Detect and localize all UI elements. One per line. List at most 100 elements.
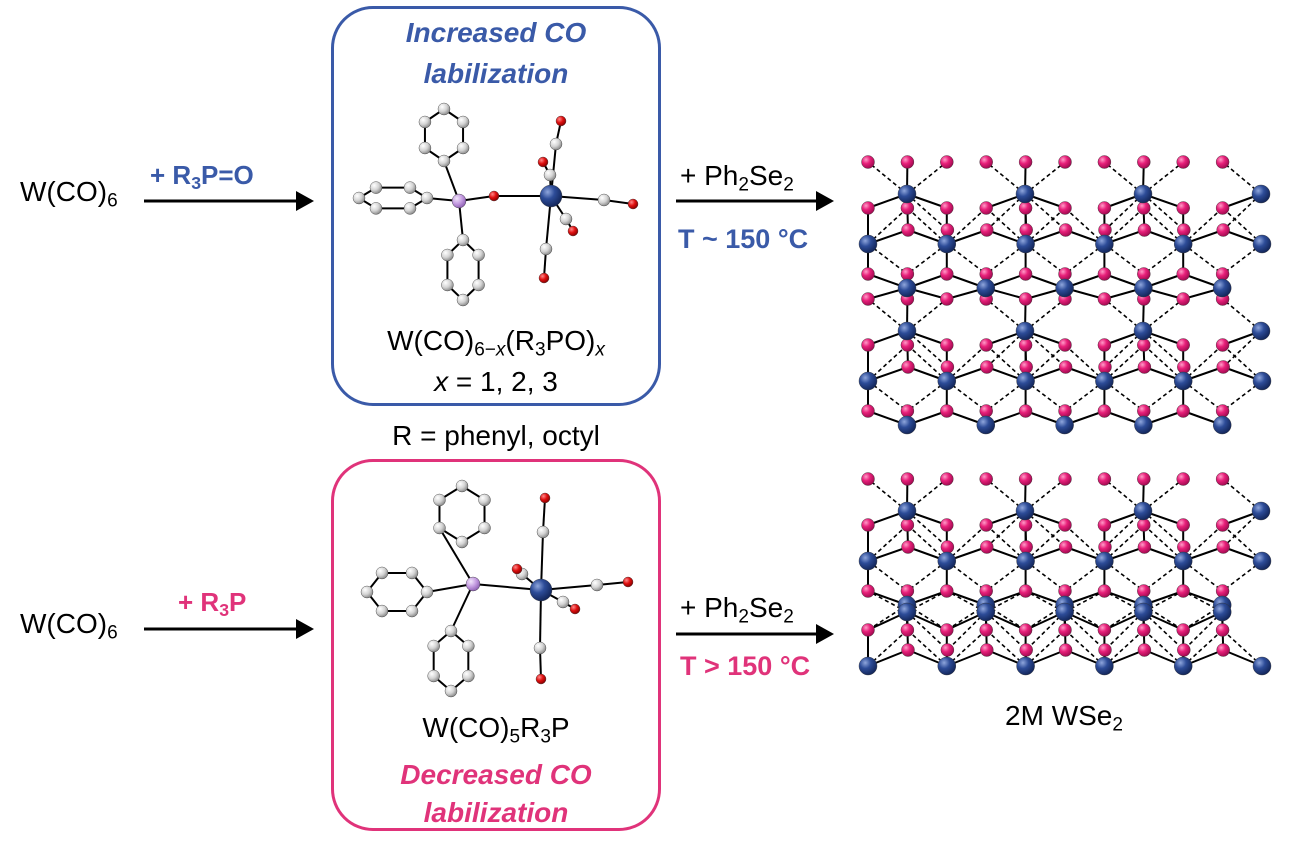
- carbon-atom: [549, 137, 563, 151]
- carbon-atom: [455, 479, 469, 493]
- selenium-atom: [1137, 643, 1152, 657]
- tungsten-atom: [1095, 656, 1114, 676]
- carbon-atom: [427, 639, 440, 653]
- selenium-atom: [1058, 623, 1072, 637]
- arrow-bottom-1: [144, 619, 314, 639]
- carbon-atom: [536, 525, 550, 539]
- carbon-atom: [403, 202, 417, 215]
- carbon-atom: [420, 191, 434, 205]
- selenium-atom: [861, 267, 875, 281]
- carbon-atom: [405, 566, 419, 580]
- selenium-atom: [1216, 223, 1230, 237]
- phosphorus-atom: [451, 193, 467, 209]
- tungsten-atom: [1212, 415, 1232, 435]
- tungsten-atom: [937, 371, 956, 391]
- selenium-atom: [1058, 360, 1073, 374]
- top-reagent: + R3P=O: [150, 160, 254, 193]
- arrow-bottom-2: [676, 624, 834, 644]
- carbon-atom: [420, 585, 434, 599]
- carbon-atom: [462, 669, 475, 683]
- carbon-atom: [478, 521, 491, 535]
- bottom-reagent: + R3P: [178, 587, 247, 620]
- selenium-atom: [1097, 267, 1112, 281]
- carbon-atom: [472, 278, 485, 292]
- selenium-atom: [900, 472, 915, 486]
- carbon-atom: [427, 669, 440, 683]
- tungsten-atom: [1016, 551, 1035, 571]
- tungsten-atom: [976, 415, 995, 435]
- interaction-bond: [1064, 611, 1106, 651]
- selenium-atom: [900, 623, 915, 637]
- selenium-atom: [1019, 643, 1033, 657]
- selenium-atom: [940, 155, 954, 169]
- selenium-atom: [940, 338, 954, 352]
- tungsten-atom: [858, 371, 878, 391]
- selenium-atom: [861, 518, 875, 532]
- carbon-atom: [456, 115, 470, 129]
- tungsten-atom: [1055, 415, 1074, 435]
- tungsten-atom: [1173, 234, 1193, 254]
- carbon-atom: [455, 535, 469, 549]
- selenium-atom: [979, 338, 993, 352]
- selenium-atom: [1137, 223, 1152, 237]
- selenium-atom: [1215, 623, 1230, 637]
- selenium-atom: [1097, 292, 1112, 306]
- selenium-atom: [1176, 584, 1190, 598]
- selenium-atom: [1018, 155, 1033, 169]
- carbon-atom: [352, 191, 366, 205]
- tungsten-atom: [1173, 371, 1193, 391]
- selenium-atom: [861, 404, 875, 418]
- selenium-atom: [1215, 472, 1230, 486]
- tungsten-atom: [1252, 656, 1272, 676]
- selenium-atom: [1058, 472, 1072, 486]
- selenium-atom: [980, 360, 994, 374]
- tungsten-atom: [1212, 278, 1232, 298]
- bottom-box-title: Decreased CO labilization: [400, 756, 591, 832]
- top-complex-formula: W(CO)6−x(R3PO)x: [387, 325, 605, 361]
- carbon-atom: [441, 248, 454, 262]
- tungsten-atom: [1252, 234, 1272, 254]
- selenium-atom: [1176, 623, 1190, 637]
- tungsten-atom: [1133, 501, 1153, 521]
- tungsten-atom: [1133, 321, 1153, 341]
- carbon-atom: [375, 566, 389, 580]
- tungsten-atom: [1016, 234, 1035, 254]
- selenium-atom: [1097, 518, 1112, 532]
- carbon-atom: [405, 604, 419, 618]
- selenium-atom: [1097, 338, 1112, 352]
- selenium-atom: [980, 223, 994, 237]
- selenium-atom: [861, 155, 875, 169]
- interaction-bond: [906, 611, 948, 651]
- selenium-atom: [1216, 540, 1230, 554]
- selenium-atom: [1215, 518, 1230, 532]
- selenium-atom: [1216, 360, 1230, 374]
- bottom-complex-formula: W(CO)5R3P: [422, 712, 570, 748]
- molecule-top-structure: [352, 102, 639, 307]
- selenium-atom: [940, 623, 954, 637]
- tungsten-atom: [1095, 551, 1114, 571]
- carbon-atom: [369, 181, 383, 194]
- top-temperature: T ~ 150 °C: [678, 224, 809, 254]
- selenium-atom: [940, 292, 954, 306]
- bond: [450, 583, 474, 632]
- tungsten-atom: [1095, 234, 1114, 254]
- bottom-temperature: T > 150 °C: [680, 651, 811, 681]
- selenium-atom: [1058, 223, 1073, 237]
- selenium-atom: [1177, 643, 1191, 657]
- selenium-atom: [1176, 404, 1190, 418]
- top-arrow2-reagent: + Ph2Se2: [680, 160, 794, 196]
- selenium-atom: [1176, 292, 1190, 306]
- carbon-atom: [418, 141, 432, 155]
- tungsten-atom: [858, 656, 878, 676]
- tungsten-atom: [1016, 371, 1035, 391]
- tungsten-atom: [539, 184, 563, 208]
- selenium-atom: [1216, 643, 1230, 657]
- carbon-atom: [418, 115, 432, 129]
- selenium-atom: [1137, 472, 1151, 486]
- tungsten-atom: [1015, 184, 1035, 204]
- tungsten-atom: [1133, 184, 1153, 204]
- tungsten-atom: [1251, 501, 1271, 521]
- tungsten-atom: [976, 278, 995, 298]
- selenium-atom: [1215, 155, 1230, 169]
- selenium-atom: [1137, 623, 1151, 637]
